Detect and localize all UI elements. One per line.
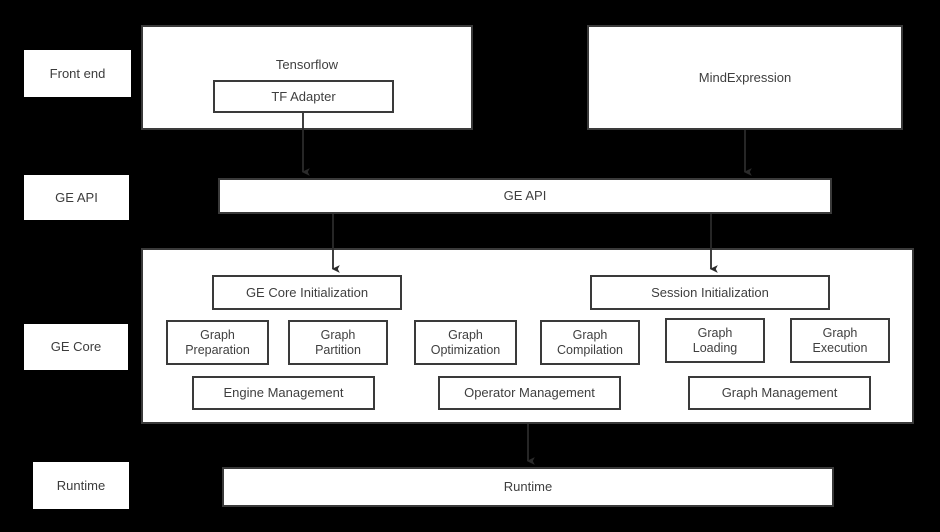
layer-label-text: Front end xyxy=(49,65,106,81)
ge-api-bar[interactable]: GE API xyxy=(218,178,832,214)
runtime-bar[interactable]: Runtime xyxy=(222,467,834,507)
management-label: Operator Management xyxy=(464,385,595,401)
layer-label-ge-core: GE Core xyxy=(24,324,128,370)
ge-core-initialization-label: GE Core Initialization xyxy=(245,284,369,300)
management-graph[interactable]: Graph Management xyxy=(688,376,871,410)
management-operator[interactable]: Operator Management xyxy=(438,376,621,410)
tf-adapter-label: TF Adapter xyxy=(271,88,336,104)
module-graph-loading[interactable]: Graph Loading xyxy=(665,318,765,363)
module-label: Graph Compilation xyxy=(556,327,623,357)
runtime-label: Runtime xyxy=(503,479,553,495)
tensorflow-container[interactable]: Tensorflow xyxy=(141,25,473,130)
module-graph-partition[interactable]: Graph Partition xyxy=(288,320,388,365)
ge-core-initialization-box[interactable]: GE Core Initialization xyxy=(212,275,402,310)
management-label: Graph Management xyxy=(721,385,838,401)
module-graph-optimization[interactable]: Graph Optimization xyxy=(414,320,517,365)
mindexpression-box[interactable]: MindExpression xyxy=(587,25,903,130)
module-label: Graph Optimization xyxy=(430,327,501,357)
layer-label-ge-api: GE API xyxy=(24,175,129,220)
layer-label-runtime: Runtime xyxy=(33,462,129,509)
module-label: Graph Execution xyxy=(812,325,868,355)
module-label: Graph Partition xyxy=(315,327,361,357)
management-label: Engine Management xyxy=(223,385,344,401)
layer-label-front-end: Front end xyxy=(24,50,131,97)
module-label: Graph Loading xyxy=(692,325,738,355)
module-label: Graph Preparation xyxy=(185,327,250,357)
mindexpression-label: MindExpression xyxy=(698,69,792,85)
session-initialization-label: Session Initialization xyxy=(651,284,769,300)
module-graph-preparation[interactable]: Graph Preparation xyxy=(166,320,269,365)
management-engine[interactable]: Engine Management xyxy=(192,376,375,410)
module-graph-compilation[interactable]: Graph Compilation xyxy=(540,320,640,365)
tf-adapter-box[interactable]: TF Adapter xyxy=(213,80,394,113)
ge-api-label: GE API xyxy=(503,188,547,204)
layer-label-text: Runtime xyxy=(56,477,106,493)
module-graph-execution[interactable]: Graph Execution xyxy=(790,318,890,363)
layer-label-text: GE API xyxy=(55,189,98,205)
session-initialization-box[interactable]: Session Initialization xyxy=(590,275,830,310)
tensorflow-label: Tensorflow xyxy=(275,57,339,72)
layer-label-text: GE Core xyxy=(50,339,102,355)
